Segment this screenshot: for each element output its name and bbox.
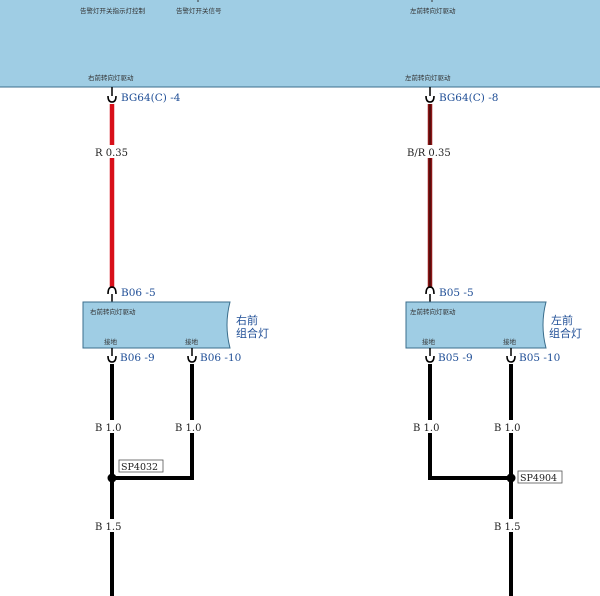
ground-pin-label-1: B05 -9: [438, 352, 473, 364]
wire-label-bg: [493, 519, 519, 532]
wire-black-2: [112, 364, 194, 480]
left-front-circuit: BG64(C) -8 B/R 0.35 B05 -5 左前转向灯驱动 接地 接地…: [405, 87, 582, 596]
wire-spec-label-1: B 1.0: [95, 423, 121, 434]
lamp-input-pin-label: B05 -5: [439, 287, 474, 299]
wire-label-bg: [493, 420, 519, 433]
module-top-label-3: 左前转向灯驱动: [410, 6, 456, 15]
module-output-label-left: 左前转向灯驱动: [405, 73, 451, 82]
wire-spec-label-out: B 1.5: [95, 522, 121, 533]
connector-male-icon: [107, 286, 117, 295]
splice-label-box: [517, 470, 563, 484]
module-output-label-right: 右前转向灯驱动: [88, 73, 134, 82]
lamp-box: [82, 301, 231, 349]
lamp-name-line1: 右前: [236, 313, 258, 327]
lamp-name-line2: 组合灯: [549, 326, 582, 340]
lamp-input-pin-label: B06 -5: [121, 287, 156, 299]
wire-label-bg: [94, 519, 120, 532]
ground-pin-label-2: B05 -10: [519, 352, 560, 364]
wire-label-bg: [412, 420, 438, 433]
ground-label-2: 接地: [185, 337, 199, 346]
wire-label-bg: [96, 145, 128, 158]
module-pin-label: BG64(C) -4: [121, 92, 181, 104]
ground-label-2: 接地: [503, 337, 517, 346]
module-top-label-2: 告警灯开关信号: [176, 6, 222, 15]
ground-pin-label-1: B06 -9: [120, 352, 155, 364]
lamp-inner-label: 左前转向灯驱动: [410, 307, 456, 316]
wire-spec-label: R 0.35: [95, 148, 128, 159]
right-front-circuit: BG64(C) -4 R 0.35 B06 -5 右前转向灯驱动 接地 接地 右…: [82, 87, 269, 596]
wire-spec-label-1: B 1.0: [413, 423, 439, 434]
connector-female-icon: [107, 355, 117, 363]
connector-female-icon: [187, 355, 197, 363]
wire-spec-label: B/R 0.35: [407, 148, 451, 159]
wire-spec-label-out: B 1.5: [494, 522, 520, 533]
connector-female-icon: [425, 95, 435, 103]
lamp-inner-label: 右前转向灯驱动: [90, 307, 136, 316]
ground-pin-label-2: B06 -10: [200, 352, 241, 364]
lamp-name-line1: 左前: [551, 313, 573, 327]
splice-label: SP4032: [121, 462, 158, 473]
ground-label-1: 接地: [104, 337, 118, 346]
lamp-name-line2: 组合灯: [236, 326, 269, 340]
connector-female-icon: [425, 355, 435, 363]
wire-black-1: [428, 364, 511, 480]
splice-label-box: [118, 459, 164, 473]
splice-label: SP4904: [520, 473, 557, 484]
control-module-box: [0, 0, 600, 88]
splice-node: [506, 473, 516, 483]
module-pin-label: BG64(C) -8: [439, 92, 498, 104]
connector-male-icon: [425, 286, 435, 295]
wire-label-bg: [406, 145, 448, 158]
lamp-box: [405, 301, 547, 349]
connector-female-icon: [506, 355, 516, 363]
wire-label-bg: [94, 420, 120, 433]
wire-spec-label-2: B 1.0: [494, 423, 520, 434]
wire-label-bg: [174, 420, 200, 433]
wire-spec-label-2: B 1.0: [175, 423, 201, 434]
module-top-label-1: 告警灯开关指示灯控制: [80, 6, 146, 15]
ground-label-1: 接地: [422, 337, 436, 346]
connector-female-icon: [107, 95, 117, 103]
